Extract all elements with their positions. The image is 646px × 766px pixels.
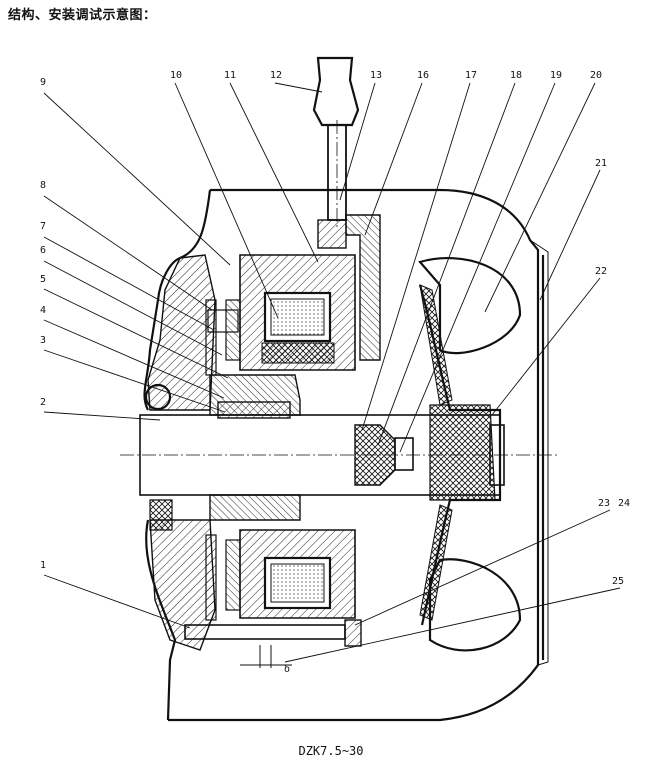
- part-label: 11: [224, 70, 236, 81]
- magnet-yoke-bottom: [239, 529, 356, 619]
- model-caption: DZK7.5~30: [298, 744, 364, 758]
- part-label: 21: [595, 158, 607, 169]
- part-label: 5: [40, 274, 46, 285]
- part-label: 2: [40, 397, 46, 408]
- part-label: 3: [40, 335, 46, 346]
- brake-bracket: [345, 214, 381, 361]
- adjust-bolt: δ: [184, 619, 362, 675]
- fan: [418, 257, 522, 652]
- part-label: 16: [417, 70, 429, 81]
- part-label: 25: [612, 576, 624, 587]
- end-shield: [143, 189, 216, 721]
- part-label: 1: [40, 560, 46, 571]
- part-label: 4: [40, 305, 46, 316]
- part-label: 8: [40, 180, 46, 191]
- page-title: 结构、安装调试示意图：: [8, 8, 157, 23]
- part-label: 18: [510, 70, 522, 81]
- part-label: 24: [618, 498, 630, 509]
- part-label: 12: [270, 70, 282, 81]
- leader-lines: [43, 82, 621, 663]
- fan-cover: [168, 188, 549, 722]
- part-label: 9: [40, 77, 46, 88]
- hub: [209, 374, 301, 521]
- release-handle: [312, 56, 360, 249]
- part-label: 7: [40, 221, 46, 232]
- lock-nut: [354, 424, 414, 486]
- part-label: 13: [370, 70, 382, 81]
- part-label: 17: [465, 70, 477, 81]
- gap-symbol: δ: [284, 664, 290, 675]
- part-labels: 9 8 7 6 5 4 3 2 1 10 11 12 13 16 17 18 1…: [40, 70, 630, 587]
- part-label: 10: [170, 70, 182, 81]
- part-label: 22: [595, 266, 607, 277]
- friction-disc: [205, 299, 241, 621]
- part-label: 20: [590, 70, 602, 81]
- part-label: 19: [550, 70, 562, 81]
- magnet-yoke-top: [239, 254, 356, 371]
- part-label: 6: [40, 245, 46, 256]
- part-label: 23: [598, 498, 610, 509]
